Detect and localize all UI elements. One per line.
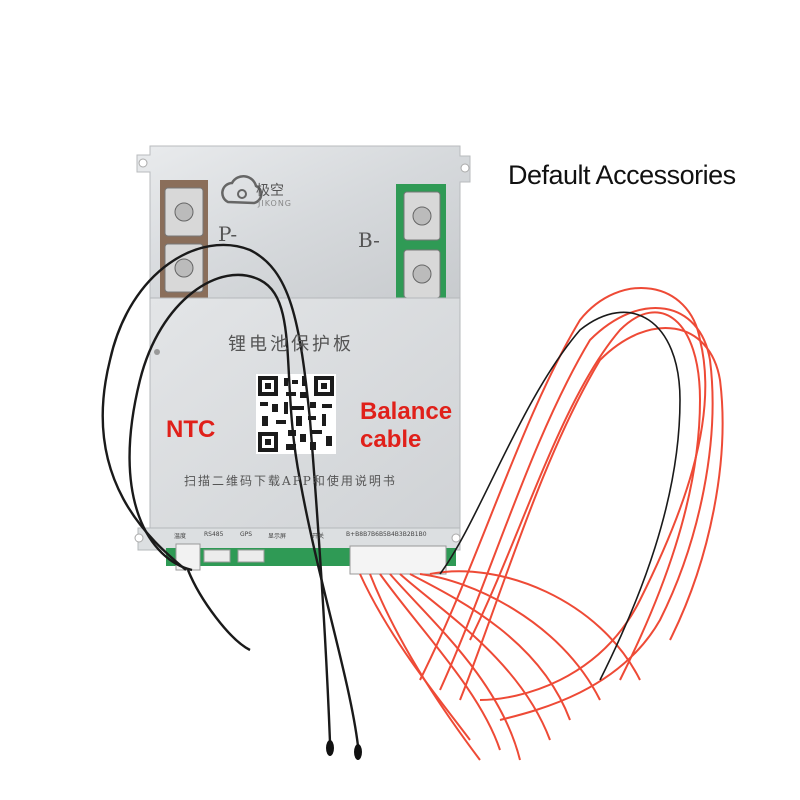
board-instruction: 扫描二维码下载APP和使用说明书 [184, 474, 397, 488]
balance-callout-line2: cable [360, 426, 422, 453]
b-minus-terminal [396, 184, 446, 302]
balance-cable-callout: Balance cable [360, 398, 452, 454]
port-label: 开关 [312, 533, 325, 540]
port-label: 显示屏 [268, 533, 287, 540]
port-label: B+B8B7B6B5B4B3B2B1B0 [346, 531, 427, 538]
ntc-wires [101, 243, 360, 747]
balance-wire-black [439, 311, 681, 681]
pcb-connector-strip [166, 543, 456, 575]
heading: Default Accessories [508, 160, 736, 190]
logo-chinese-text: 极空 [256, 183, 284, 199]
port-label: 温度 [174, 533, 187, 540]
balance-wires [359, 286, 724, 761]
aluminum-back-plate [136, 145, 471, 301]
terminal-p-label: P- [218, 222, 238, 246]
qr-code [256, 374, 336, 454]
balance-callout-line1: Balance [360, 398, 453, 425]
ntc-probe [354, 744, 362, 760]
port-label: RS485 [204, 531, 224, 538]
board-title: 锂电池保护板 [228, 334, 354, 355]
cloud-logo-icon [221, 174, 263, 205]
logo-english-text: JIKONG [258, 199, 293, 208]
ntc-probe [326, 740, 334, 756]
ntc-callout: NTC [166, 416, 216, 443]
p-minus-terminal [160, 180, 208, 300]
terminal-b-label: B- [358, 228, 380, 252]
port-label: GPS [240, 531, 253, 538]
